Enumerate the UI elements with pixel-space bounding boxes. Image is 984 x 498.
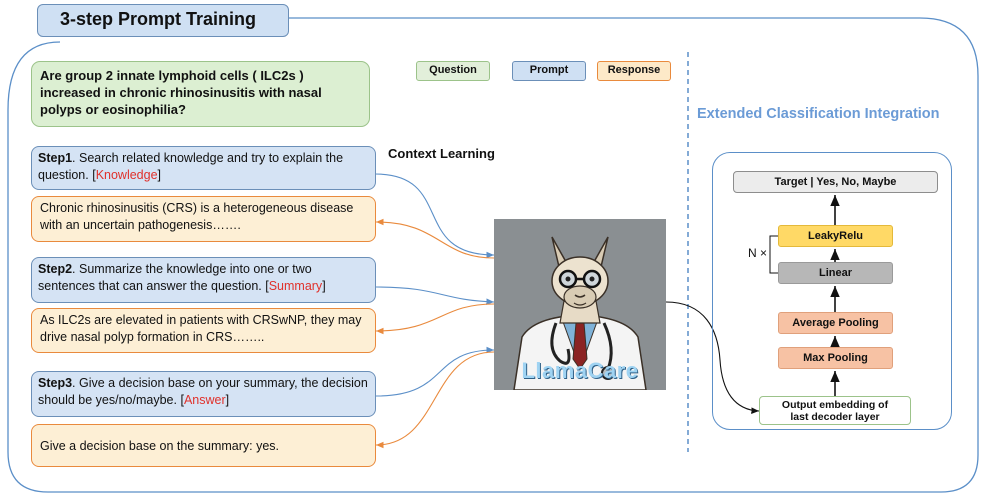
output-embedding-line1: Output embedding of [781,399,889,411]
step2-close: ] [322,279,326,293]
step3-close: ] [225,393,230,407]
step2-text: . Summarize the knowledge into one or tw… [38,262,312,293]
context-learning-label: Context Learning [388,146,495,161]
legend-response: Response [597,61,671,81]
repeat-label: N × [748,246,768,260]
output-embedding-line2: last decoder layer [790,411,880,423]
section-title: 3-step Prompt Training [37,4,289,37]
step2-tag: Summary [268,279,323,293]
step3-tag: Answer [183,393,226,407]
extension-title: Extended Classification Integration [697,106,940,122]
output-embedding-block: Output embedding of last decoder layer [759,396,911,425]
step3-text: . Give a decision base on your summary, … [38,376,368,407]
target-block: Target | Yes, No, Maybe [733,171,938,193]
question-box: Are group 2 innate lymphoid cells ( ILC2… [31,61,370,127]
step2-label: Step2 [38,262,73,276]
legend-question: Question [416,61,490,81]
llama-illustration: LlamaCare [494,219,666,390]
llama-doctor-icon [494,219,666,390]
step1-response: Chronic rhinosinusitis (CRS) is a hetero… [31,196,376,242]
leakyrelu-block: LeakyRelu [778,225,893,247]
step2-prompt: Step2. Summarize the knowledge into one … [31,257,376,303]
repeat-bracket [769,235,778,274]
classifier-panel [712,152,952,430]
step3-prompt: Step3. Give a decision base on your summ… [31,371,376,417]
outer-frame-border [7,17,979,493]
step2-response: As ILC2s are elevated in patients with C… [31,308,376,353]
max-pooling-block: Max Pooling [778,347,893,369]
legend-prompt: Prompt [512,61,586,81]
model-name-watermark: LlamaCare [521,358,639,383]
step1-prompt: Step1. Search related knowledge and try … [31,146,376,190]
step3-label: Step3 [38,376,73,390]
step1-label: Step1 [38,151,73,165]
step1-tag: Knowledge [95,168,158,182]
average-pooling-block: Average Pooling [778,312,893,334]
step1-text: . Search related knowledge and try to ex… [38,151,344,182]
linear-block: Linear [778,262,893,284]
step1-close: ] [157,168,162,182]
step3-response: Give a decision base on the summary: yes… [31,424,376,467]
